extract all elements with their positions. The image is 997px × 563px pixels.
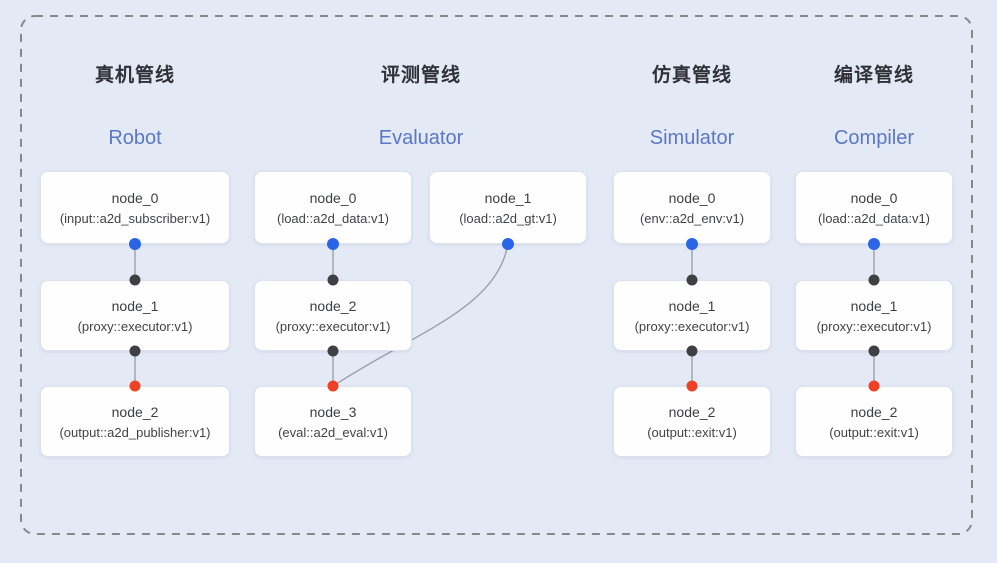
evaluator-node-1[interactable]: node_1 (load::a2d_gt:v1) xyxy=(429,171,587,244)
pipeline-title-cn-compiler: 编译管线 xyxy=(833,65,914,86)
dashed-frame xyxy=(20,15,973,535)
node-name: node_1 xyxy=(668,297,716,314)
node-type: (output::a2d_publisher:v1) xyxy=(59,424,211,440)
robot-node-0[interactable]: node_0 (input::a2d_subscriber:v1) xyxy=(40,171,230,244)
node-type: (proxy::executor:v1) xyxy=(77,318,193,334)
node-name: node_2 xyxy=(668,403,716,420)
node-type: (load::a2d_gt:v1) xyxy=(459,210,557,226)
node-name: node_1 xyxy=(111,297,159,314)
node-name: node_2 xyxy=(111,403,159,420)
compiler-node-0[interactable]: node_0 (load::a2d_data:v1) xyxy=(795,171,953,244)
node-type: (env::a2d_env:v1) xyxy=(639,210,745,226)
node-name: node_2 xyxy=(309,297,357,314)
node-type: (load::a2d_data:v1) xyxy=(276,210,390,226)
robot-node-2[interactable]: node_2 (output::a2d_publisher:v1) xyxy=(40,386,230,457)
node-name: node_0 xyxy=(668,189,716,206)
node-name: node_1 xyxy=(484,189,532,206)
node-name: node_0 xyxy=(111,189,159,206)
pipeline-title-cn-simulator: 仿真管线 xyxy=(651,65,732,86)
node-type: (input::a2d_subscriber:v1) xyxy=(59,210,211,226)
pipeline-title-cn-evaluator: 评测管线 xyxy=(380,65,461,86)
simulator-node-0[interactable]: node_0 (env::a2d_env:v1) xyxy=(613,171,771,244)
node-type: (proxy::executor:v1) xyxy=(634,318,750,334)
node-type: (output::exit:v1) xyxy=(829,424,919,440)
evaluator-node-2[interactable]: node_2 (proxy::executor:v1) xyxy=(254,280,412,351)
evaluator-node-0[interactable]: node_0 (load::a2d_data:v1) xyxy=(254,171,412,244)
compiler-node-2[interactable]: node_2 (output::exit:v1) xyxy=(795,386,953,457)
pipeline-title-cn-robot: 真机管线 xyxy=(94,65,175,86)
pipeline-title-en-robot: Robot xyxy=(108,127,162,149)
compiler-node-1[interactable]: node_1 (proxy::executor:v1) xyxy=(795,280,953,351)
node-type: (proxy::executor:v1) xyxy=(816,318,932,334)
node-type: (eval::a2d_eval:v1) xyxy=(278,424,388,440)
node-name: node_0 xyxy=(850,189,898,206)
node-type: (output::exit:v1) xyxy=(647,424,737,440)
evaluator-node-3[interactable]: node_3 (eval::a2d_eval:v1) xyxy=(254,386,412,457)
edge-evaluator-1-3 xyxy=(332,243,509,387)
simulator-node-1[interactable]: node_1 (proxy::executor:v1) xyxy=(613,280,771,351)
simulator-node-2[interactable]: node_2 (output::exit:v1) xyxy=(613,386,771,457)
node-type: (proxy::executor:v1) xyxy=(275,318,391,334)
node-name: node_1 xyxy=(850,297,898,314)
node-type: (load::a2d_data:v1) xyxy=(817,210,931,226)
pipeline-title-en-compiler: Compiler xyxy=(833,127,915,149)
robot-node-1[interactable]: node_1 (proxy::executor:v1) xyxy=(40,280,230,351)
pipeline-title-en-evaluator: Evaluator xyxy=(378,127,464,149)
pipeline-title-en-simulator: Simulator xyxy=(649,127,735,149)
node-name: node_3 xyxy=(309,403,357,420)
node-name: node_2 xyxy=(850,403,898,420)
node-name: node_0 xyxy=(309,189,357,206)
